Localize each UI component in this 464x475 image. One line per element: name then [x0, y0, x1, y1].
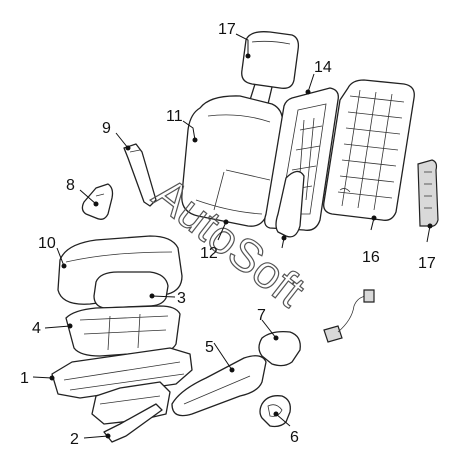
callout-5: 5 — [205, 339, 214, 356]
leader-dots — [49, 53, 433, 439]
callout-2: 2 — [70, 431, 79, 448]
callout-3: 3 — [177, 290, 186, 307]
seat-pan — [65, 305, 181, 357]
seatback-cushion — [181, 95, 284, 227]
switch-cover — [258, 330, 301, 367]
callout-labels: 17 11 14 16 17 9 8 10 3 4 1 2 5 7 6 12 — [20, 21, 436, 448]
side-bracket — [123, 143, 157, 207]
callout-8: 8 — [66, 177, 75, 194]
side-shield — [171, 355, 267, 417]
callout-16: 16 — [362, 249, 380, 266]
track-end-cover — [103, 403, 163, 443]
seat-cushion — [57, 235, 183, 309]
callout-11: 11 — [166, 108, 183, 125]
side-panel — [275, 170, 305, 238]
seat-track — [51, 347, 193, 425]
recliner-trim — [417, 159, 439, 227]
adjust-lever — [81, 183, 114, 220]
callout-17: 17 — [418, 255, 436, 272]
callout-10: 10 — [38, 235, 56, 252]
callout-13: 17 — [218, 21, 236, 38]
callout-6: 6 — [290, 429, 299, 446]
wiring-harness — [323, 289, 375, 343]
callout-7: 7 — [257, 307, 266, 324]
callout-9: 9 — [102, 120, 111, 137]
headrest — [241, 31, 300, 105]
callout-12: 12 — [200, 245, 218, 262]
callout-14: 14 — [314, 59, 332, 76]
back-panel — [323, 79, 415, 221]
callout-4: 4 — [32, 320, 41, 337]
callout-1: 1 — [20, 370, 29, 387]
